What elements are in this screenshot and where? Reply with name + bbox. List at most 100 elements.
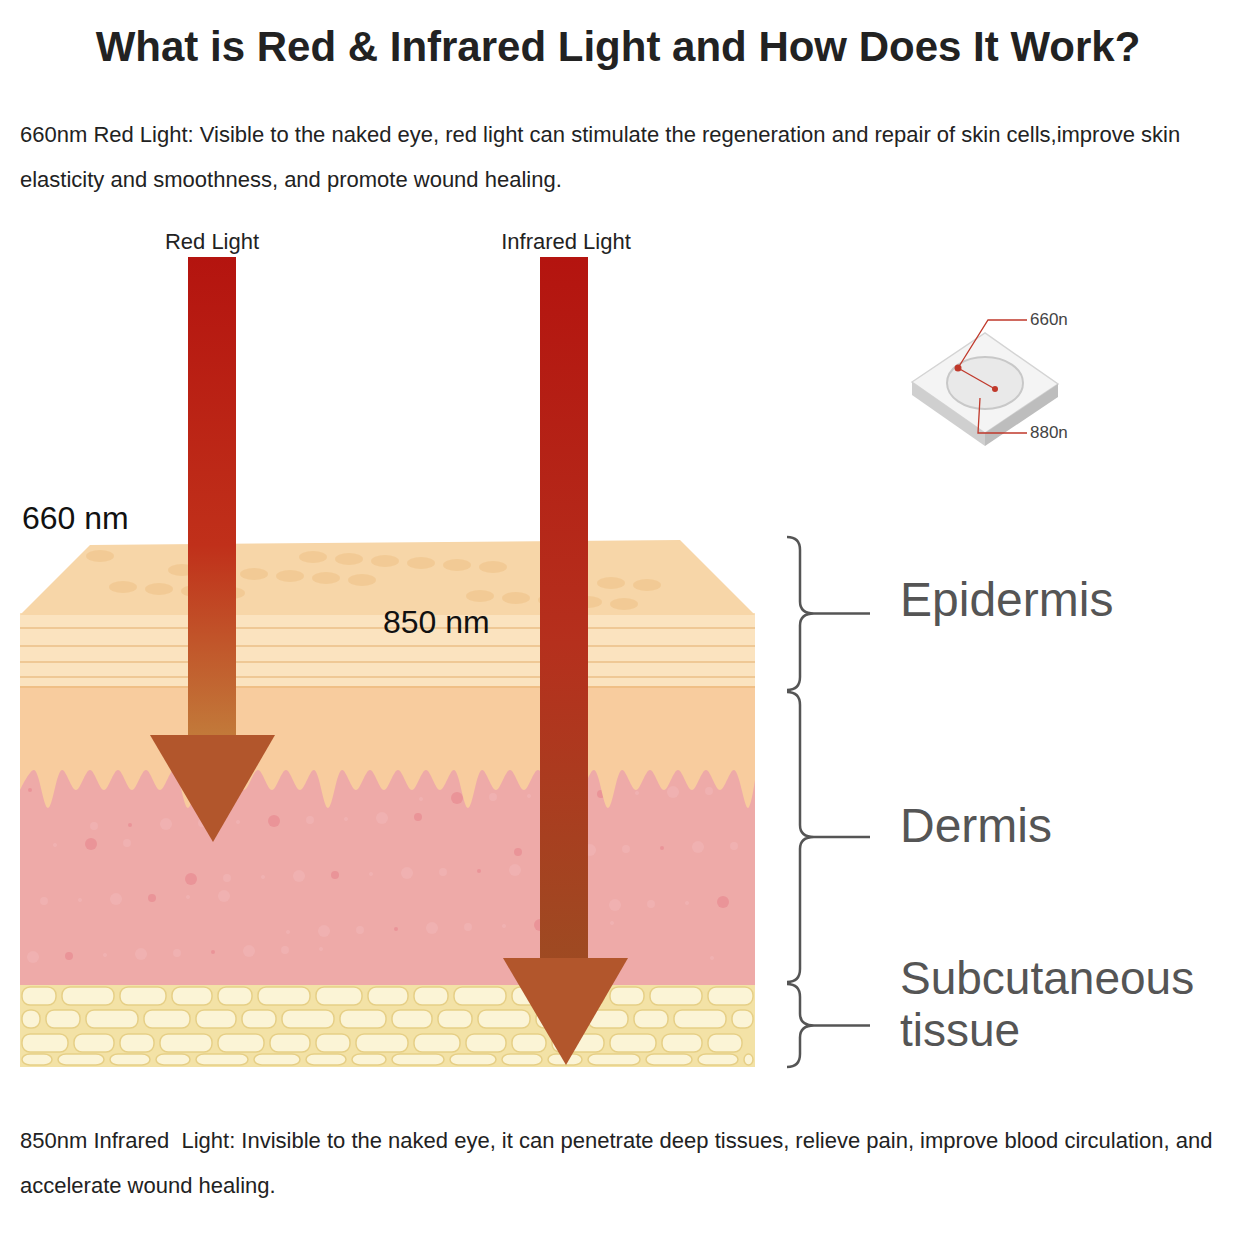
- surface-spots-part: [371, 555, 399, 567]
- wavelength-tag: 880n: [1030, 422, 1068, 444]
- layer-bracket: [787, 537, 870, 690]
- wavelength-label: 850 nm: [383, 602, 490, 642]
- fat-cells-part: [242, 1010, 276, 1028]
- dermis-dots-part: [667, 786, 679, 798]
- dermis-dots-part: [218, 890, 230, 902]
- surface-spots-part: [348, 574, 376, 586]
- fat-cells-part: [22, 1010, 40, 1028]
- dermis-dots-part: [692, 841, 704, 853]
- led-chip-icon-part: [947, 357, 1023, 409]
- wavelength-label: 660 nm: [22, 498, 129, 538]
- dermis-dots-part: [344, 817, 348, 821]
- fat-cells-part: [74, 1034, 114, 1052]
- fat-cells-part: [610, 1034, 656, 1052]
- dermis-dots-part: [705, 787, 713, 795]
- fat-cells-part: [218, 1034, 264, 1052]
- dermis-dots-part: [293, 870, 305, 882]
- fat-cells-part: [646, 1054, 692, 1065]
- dermis-dots-part: [464, 923, 472, 931]
- fat-cells-part: [120, 987, 166, 1005]
- fat-cells-part: [86, 1010, 138, 1028]
- fat-cells-part: [144, 1010, 190, 1028]
- dermis-dots-part: [730, 842, 738, 850]
- dermis-dots-part: [40, 897, 48, 905]
- fat-cells-part: [588, 1054, 640, 1065]
- fat-cells-part: [698, 1054, 738, 1065]
- fat-cells-part: [414, 987, 448, 1005]
- intro-paragraph: 660nm Red Light: Visible to the naked ey…: [20, 112, 1220, 202]
- surface-spots-part: [276, 570, 304, 582]
- fat-cells-part: [414, 1034, 460, 1052]
- dermis-dots-part: [451, 792, 463, 804]
- dermis-dots-part: [717, 896, 729, 908]
- layer-label: Epidermis: [900, 572, 1113, 628]
- fat-cells-part: [732, 1010, 753, 1028]
- papillary-dermis: [20, 685, 755, 808]
- layer-label: Dermis: [900, 798, 1052, 854]
- fat-cells-part: [708, 1034, 742, 1052]
- fat-cells-part: [368, 987, 408, 1005]
- dermis-dots-part: [509, 864, 521, 876]
- dermis-dots-part: [414, 813, 422, 821]
- fat-cells-part: [160, 1034, 212, 1052]
- skin-block: [20, 540, 755, 1067]
- surface-spots-part: [240, 568, 268, 580]
- dermis-dots-part: [135, 948, 147, 960]
- dermis-dots-part: [123, 839, 131, 847]
- led-chip-icon-part: [958, 368, 995, 389]
- dermis-dots-part: [281, 946, 289, 954]
- fat-cells-part: [196, 1054, 248, 1065]
- dermis-dots-part: [103, 953, 107, 957]
- fat-cells-part: [744, 1054, 753, 1065]
- diagram-title: What is Red & Infrared Light and How Doe…: [96, 22, 1141, 72]
- surface-spots-part: [443, 559, 471, 571]
- surface-spots-part: [610, 598, 638, 610]
- dermis-dots-part: [394, 927, 398, 931]
- dermis-dots-part: [236, 820, 240, 824]
- infrared-light-arrow-part: [503, 958, 628, 1065]
- fat-cells-part: [502, 1054, 542, 1065]
- dermis-dots-part: [635, 791, 639, 795]
- fat-cells-part: [512, 1034, 546, 1052]
- surface-spots-part: [466, 590, 494, 602]
- dermis-dots-part: [286, 930, 290, 934]
- dermis-dots-part: [173, 949, 181, 957]
- surface-spots-part: [597, 577, 625, 589]
- fat-cells-part: [316, 987, 362, 1005]
- surface-spots-part: [335, 553, 363, 565]
- dermis-dots-part: [685, 901, 689, 905]
- fat-cells-part: [352, 1054, 386, 1065]
- dermis-dots-part: [261, 875, 265, 879]
- fat-cells-part: [466, 1034, 506, 1052]
- fat-cells-part: [438, 1010, 472, 1028]
- dermis-dots-part: [331, 871, 339, 879]
- dermis-dots-part: [527, 794, 531, 798]
- dermis-dots-part: [710, 956, 714, 960]
- surface-spots-part: [145, 583, 173, 595]
- dermis-dots-part: [128, 823, 132, 827]
- led-chip-icon-part: [978, 398, 1027, 433]
- dermis-dots-part: [477, 869, 481, 873]
- epidermis-lines-part: [20, 661, 755, 663]
- fat-cells-part: [218, 987, 252, 1005]
- surface-spots-part: [86, 550, 114, 562]
- dermis-dots-part: [426, 922, 438, 934]
- arrow-label: Infrared Light: [501, 228, 631, 256]
- fat-cells-part: [172, 987, 212, 1005]
- fat-cells-part: [392, 1010, 432, 1028]
- fat-cells-part: [22, 1054, 52, 1065]
- fat-cells-part: [120, 1034, 154, 1052]
- dermis-dots-part: [53, 843, 57, 847]
- epidermis-lines-part: [20, 645, 755, 647]
- dermis-dots-part: [268, 815, 280, 827]
- dermis-dots-part: [502, 924, 506, 928]
- layer-bracket: [787, 692, 870, 982]
- dermis-dots-part: [160, 818, 172, 830]
- dermis-dots-part: [647, 900, 655, 908]
- dermis-dots-part: [319, 947, 323, 951]
- fat-cells-part: [62, 987, 114, 1005]
- fat-cells-part: [650, 987, 702, 1005]
- surface-spots-part: [479, 561, 507, 573]
- fat-cells-part: [58, 1054, 104, 1065]
